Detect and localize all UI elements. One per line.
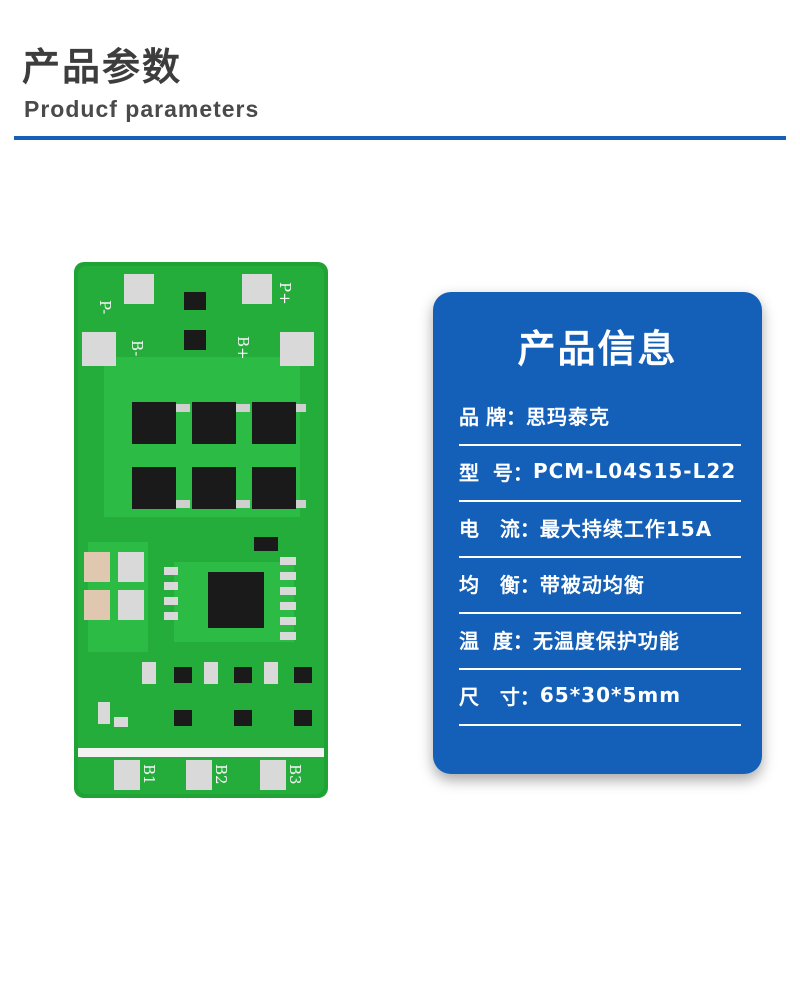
product-info-card: 产品信息 品 牌： 思玛泰克 型 号： PCM-L04S15-L22 电 流： … — [433, 292, 762, 774]
silk-label-p-minus: P- — [96, 300, 114, 314]
info-label: 均 衡： — [459, 572, 540, 597]
pcb-board-image: P- P+ B- B+ B1 B2 B3 — [74, 262, 328, 798]
silk-label-p-plus: P+ — [276, 282, 294, 305]
info-row-model: 型 号： PCM-L04S15-L22 — [459, 442, 741, 502]
silk-label-b1: B1 — [140, 764, 158, 785]
info-row-current: 电 流： 最大持续工作15A — [459, 498, 741, 558]
silk-label-b2: B2 — [212, 764, 230, 785]
info-label: 品 牌： — [459, 404, 526, 429]
pcb-board-graphic: P- P+ B- B+ B1 B2 B3 — [74, 262, 328, 798]
info-label: 尺 寸： — [459, 684, 540, 709]
info-value: 最大持续工作15A — [539, 516, 713, 541]
info-row-temperature: 温 度： 无温度保护功能 — [459, 610, 741, 670]
page-title: 产品参数 — [22, 45, 183, 89]
info-value: 思玛泰克 — [525, 404, 610, 429]
silk-label-b3: B3 — [286, 764, 304, 785]
info-card-title: 产品信息 — [517, 327, 678, 371]
page-subtitle: Producf parameters — [24, 96, 260, 122]
info-row-size: 尺 寸： 65*30*5mm — [459, 666, 741, 726]
info-row-balance: 均 衡： 带被动均衡 — [459, 554, 741, 614]
info-label: 温 度： — [459, 628, 533, 653]
info-row-brand: 品 牌： 思玛泰克 — [459, 386, 741, 446]
info-value: 65*30*5mm — [539, 683, 682, 707]
title-divider — [14, 136, 786, 140]
info-value: PCM-L04S15-L22 — [532, 459, 737, 483]
info-value: 带被动均衡 — [539, 572, 645, 597]
silk-label-b-plus: B+ — [234, 336, 252, 360]
silk-label-b-minus: B- — [128, 340, 146, 356]
info-label: 电 流： — [459, 516, 540, 541]
info-value: 无温度保护功能 — [532, 628, 680, 653]
info-label: 型 号： — [459, 460, 533, 485]
